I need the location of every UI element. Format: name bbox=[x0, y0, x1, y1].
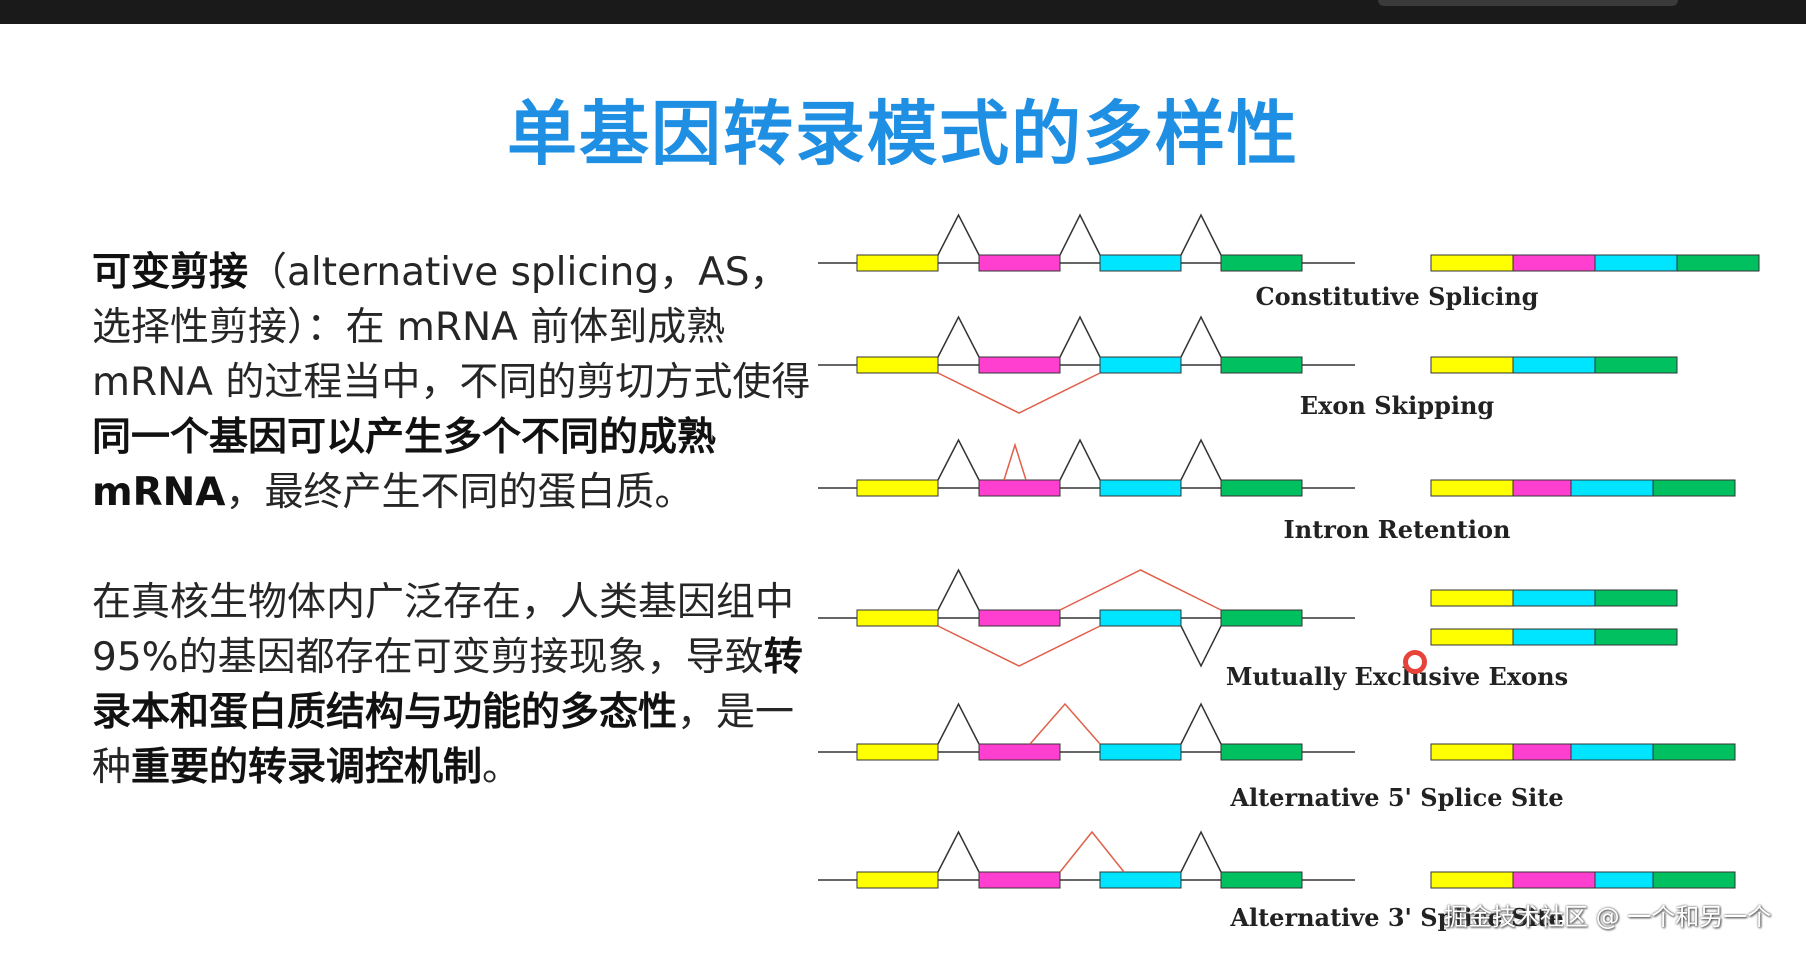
exon-box-1 bbox=[856, 254, 939, 272]
intro-text: 可变剪接（alternative splicing，AS，选择性剪接）：在 mR… bbox=[92, 245, 812, 795]
intron-caret bbox=[1059, 438, 1101, 481]
alt-5prime-junction bbox=[1029, 702, 1101, 745]
paragraph-1: 可变剪接（alternative splicing，AS，选择性剪接）：在 mR… bbox=[92, 245, 812, 520]
intron-caret bbox=[1059, 213, 1101, 256]
paragraph-2-text: 在真核生物体内广泛存在，人类基因组中95%的基因都存在可变剪接现象，导致 bbox=[92, 580, 795, 680]
mature-mrna-skipping-segment-2 bbox=[1512, 356, 1596, 374]
top-bar bbox=[0, 0, 1806, 24]
exon-box-4 bbox=[1220, 871, 1303, 889]
mature-mrna-skipping-segment-3 bbox=[1594, 356, 1678, 374]
exon-box-2 bbox=[978, 609, 1061, 627]
exon-box-3 bbox=[1099, 479, 1182, 497]
paragraph-1-emphasis: 同一个基因可以产生多个不同的成熟 mRNA bbox=[92, 415, 717, 515]
paragraph-1-ending: ，最终产生不同的蛋白质。 bbox=[225, 470, 694, 515]
mature-mrna-exclusive-a-segment-1 bbox=[1430, 589, 1514, 607]
exon-box-3 bbox=[1099, 356, 1182, 374]
paragraph-2-emphasis-2: 重要的转录调控机制 bbox=[131, 745, 483, 790]
exon-box-4 bbox=[1220, 254, 1303, 272]
exon-box-1 bbox=[856, 871, 939, 889]
watermark: 掘金技术社区 @ 一个和另一个 bbox=[1444, 903, 1772, 931]
mature-mrna-retention-segment-4 bbox=[1652, 479, 1736, 497]
exon-box-4 bbox=[1220, 609, 1303, 627]
mature-mrna-retention-segment-1 bbox=[1430, 479, 1514, 497]
mature-mrna-skipping-segment-1 bbox=[1430, 356, 1514, 374]
mature-mrna-constitutive-segment-3 bbox=[1594, 254, 1678, 272]
exon-box-3 bbox=[1099, 871, 1182, 889]
row-label-1: Constitutive Splicing bbox=[1256, 282, 1539, 311]
mature-mrna-alt5-segment-4 bbox=[1652, 743, 1736, 761]
pointer-marker bbox=[1403, 650, 1427, 674]
exon-box-2 bbox=[978, 871, 1061, 889]
mature-mrna-exclusive-a-segment-2 bbox=[1512, 589, 1596, 607]
exon-box-1 bbox=[856, 356, 939, 374]
exclusive-junction-bottom bbox=[937, 625, 1101, 667]
exon-box-1 bbox=[856, 609, 939, 627]
exclusive-junction-top bbox=[1059, 569, 1222, 611]
mature-mrna-retention-segment-3 bbox=[1570, 479, 1654, 497]
intron-caret bbox=[1059, 315, 1101, 358]
exon-box-3 bbox=[1099, 743, 1182, 761]
exon-box-1 bbox=[856, 743, 939, 761]
mature-mrna-alt5-segment-2 bbox=[1512, 743, 1572, 761]
exon-box-4 bbox=[1220, 479, 1303, 497]
row-label-2: Exon Skipping bbox=[1300, 391, 1495, 420]
paragraph-1-text: （alternative splicing，AS，选择性剪接）：在 mRNA 前… bbox=[92, 250, 811, 405]
mature-mrna-constitutive-segment-2 bbox=[1512, 254, 1596, 272]
exon-box-2 bbox=[978, 479, 1061, 497]
alt-3prime-junction bbox=[1059, 830, 1125, 873]
intron-caret bbox=[937, 438, 980, 481]
row-label-6: Alternative 3' Splice Site bbox=[1229, 903, 1563, 932]
intron-caret bbox=[1180, 213, 1222, 256]
intron-caret bbox=[937, 213, 980, 256]
intron-caret bbox=[1180, 702, 1222, 745]
intron-caret bbox=[1180, 315, 1222, 358]
row-label-4: Mutually Exclusive Exons bbox=[1226, 662, 1568, 691]
intron-caret bbox=[1180, 830, 1222, 873]
row-label-5: Alternative 5' Splice Site bbox=[1229, 783, 1563, 812]
intron-caret bbox=[937, 830, 980, 873]
intron-caret bbox=[1180, 438, 1222, 481]
intron-vee bbox=[1180, 625, 1222, 668]
slide-title: 单基因转录模式的多样性 bbox=[507, 93, 1299, 175]
mature-mrna-alt3-segment-2 bbox=[1512, 871, 1596, 889]
mature-mrna-alt3-segment-3 bbox=[1594, 871, 1654, 889]
term-alternative-splicing: 可变剪接 bbox=[92, 250, 249, 295]
exon-box-4 bbox=[1220, 356, 1303, 374]
mature-mrna-alt3-segment-1 bbox=[1430, 871, 1514, 889]
paragraph-2-end: 。 bbox=[482, 745, 522, 790]
row-label-3: Intron Retention bbox=[1284, 515, 1511, 544]
paragraph-2-emphasis-1: 转录本和蛋白质结构与功能的多态性 bbox=[92, 635, 803, 735]
exon-box-1 bbox=[856, 479, 939, 497]
mature-mrna-constitutive-segment-1 bbox=[1430, 254, 1514, 272]
exon-box-3 bbox=[1099, 609, 1182, 627]
mature-mrna-alt3-segment-4 bbox=[1652, 871, 1736, 889]
mature-mrna-alt5-segment-1 bbox=[1430, 743, 1514, 761]
skip-junction bbox=[937, 372, 1101, 414]
mature-mrna-exclusive-a-segment-3 bbox=[1594, 589, 1678, 607]
exon-box-2 bbox=[978, 254, 1061, 272]
exon-box-4 bbox=[1220, 743, 1303, 761]
mature-mrna-exclusive-b-segment-1 bbox=[1430, 628, 1514, 646]
exon-box-3 bbox=[1099, 254, 1182, 272]
mature-mrna-exclusive-b-segment-3 bbox=[1594, 628, 1678, 646]
paragraph-2: 在真核生物体内广泛存在，人类基因组中95%的基因都存在可变剪接现象，导致转录本和… bbox=[92, 575, 812, 795]
mature-mrna-exclusive-b-segment-2 bbox=[1512, 628, 1596, 646]
exon-box-2 bbox=[978, 356, 1061, 374]
intron-caret bbox=[937, 702, 980, 745]
mature-mrna-alt5-segment-3 bbox=[1570, 743, 1654, 761]
retention-mark bbox=[1003, 442, 1027, 481]
intron-caret bbox=[937, 568, 980, 611]
top-bar-handle bbox=[1378, 0, 1678, 6]
intron-caret bbox=[937, 315, 980, 358]
paragraph-2-mid: ，是一种 bbox=[92, 690, 795, 790]
mature-mrna-retention-segment-2 bbox=[1512, 479, 1572, 497]
mature-mrna-constitutive-segment-4 bbox=[1676, 254, 1760, 272]
exon-box-2 bbox=[978, 743, 1061, 761]
